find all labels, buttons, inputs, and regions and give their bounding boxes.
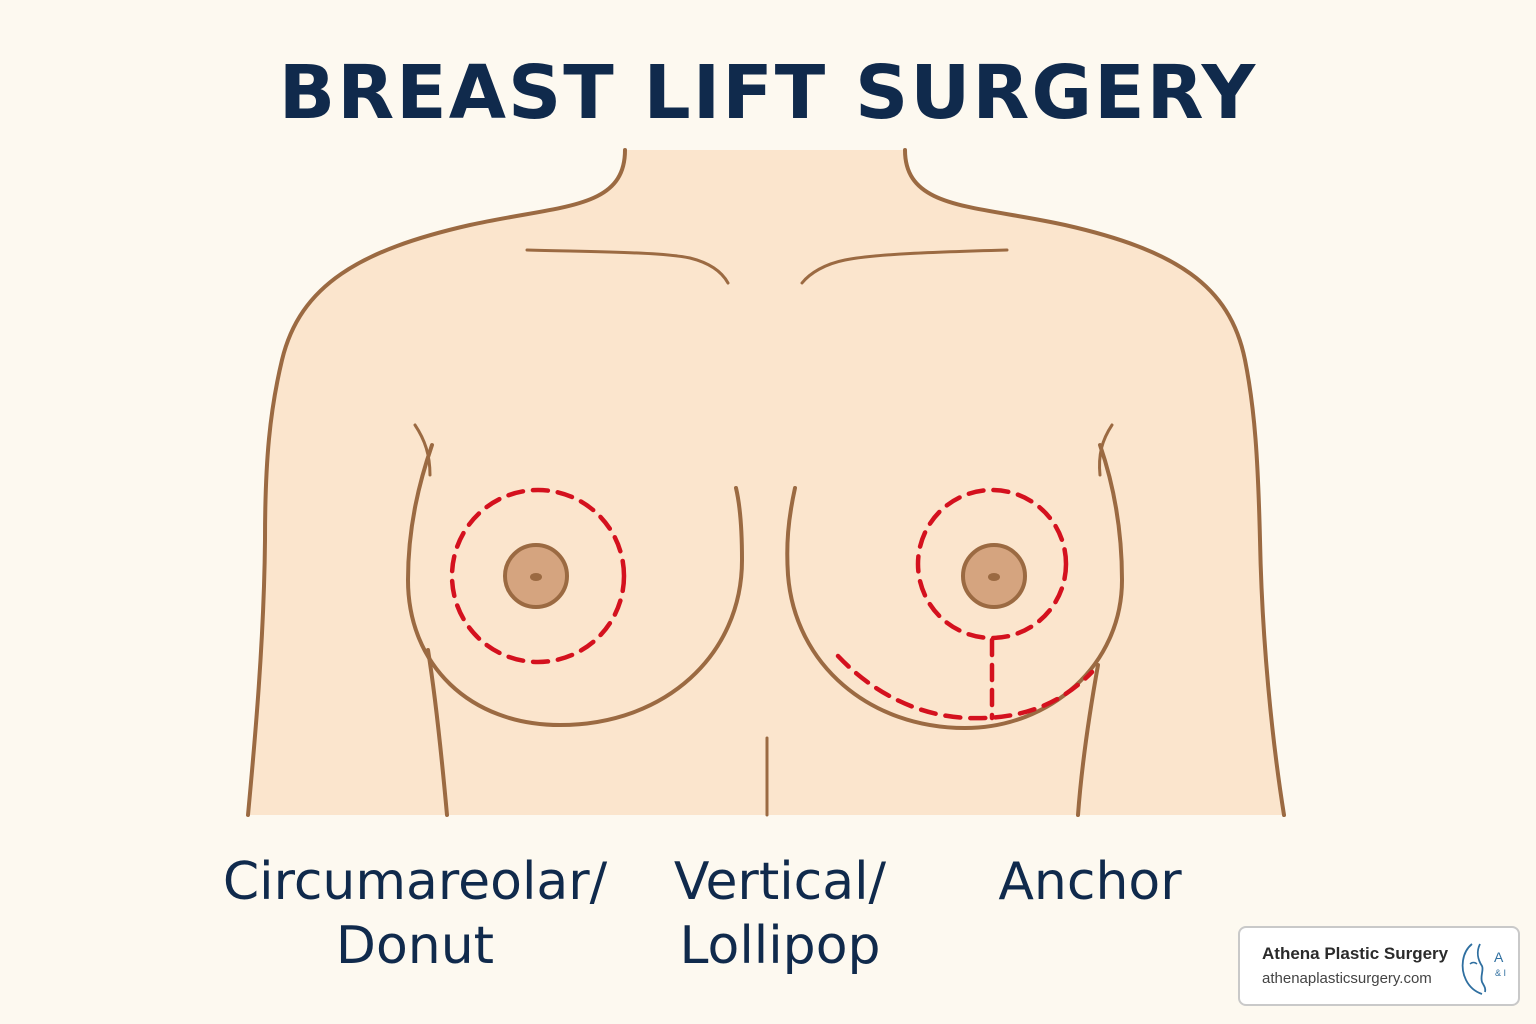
right-clavicle <box>800 248 1009 285</box>
torso-skin <box>248 150 1284 815</box>
circumareolar-incision <box>449 487 627 665</box>
label-circumareolar-line1: Circumareolar/ <box>222 852 608 912</box>
left-arm-line <box>426 648 449 817</box>
label-vertical-lollipop: Vertical/ Lollipop <box>620 850 940 978</box>
brand-url: athenaplasticsurgery.com <box>1262 970 1432 987</box>
label-vertical-line1: Vertical/ <box>673 852 887 912</box>
left-breast-outline <box>405 443 745 728</box>
diagram-title: BREAST LIFT SURGERY <box>278 50 1258 136</box>
label-anchor-line1: Anchor <box>998 852 1182 912</box>
left-clavicle <box>525 248 730 285</box>
brand-mark-sub: & I <box>1495 968 1506 978</box>
torso-outline-left <box>246 148 627 817</box>
right-arm-line <box>1076 663 1100 817</box>
label-anchor: Anchor <box>940 850 1240 914</box>
brand-name: Athena Plastic Surgery <box>1262 944 1449 963</box>
left-armpit-crease <box>413 423 432 477</box>
label-vertical-line2: Lollipop <box>679 916 881 976</box>
brand-face-icon: A & I <box>1461 943 1506 995</box>
brand-logo-badge: Athena Plastic Surgery athenaplasticsurg… <box>1238 926 1520 1006</box>
torso-outline-right <box>903 148 1286 817</box>
label-circumareolar-line2: Donut <box>335 916 495 976</box>
right-breast-outline <box>785 443 1125 731</box>
right-nipple <box>988 573 1000 581</box>
anchor-crease-incision <box>835 653 1095 721</box>
left-nipple <box>530 573 542 581</box>
brand-mark-letter: A <box>1494 949 1504 965</box>
label-circumareolar-donut: Circumareolar/ Donut <box>200 850 630 978</box>
